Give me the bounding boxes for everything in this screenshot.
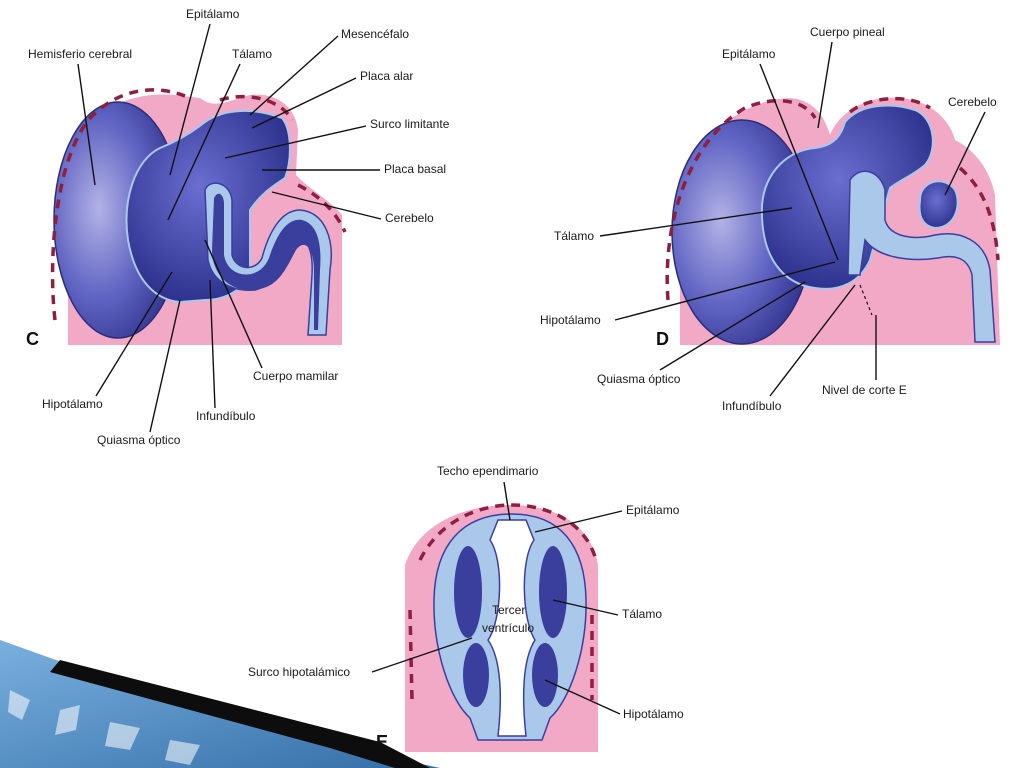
label-talamo-c: Tálamo: [232, 47, 272, 61]
label-talamo-e: Tálamo: [622, 607, 662, 621]
label-surco-limitante-c: Surco limitante: [370, 117, 450, 131]
label-mesencefalo-c: Mesencéfalo: [341, 27, 409, 41]
panel-c: C Hemisferio cerebral Epitálamo Tálamo M…: [26, 7, 450, 447]
panel-d: D Cuerpo pineal Epitálamo Cerebelo Tálam…: [540, 25, 1000, 413]
hipotalamo-izq-e: [463, 643, 489, 707]
label-cuerpo-pineal-d: Cuerpo pineal: [810, 25, 885, 39]
label-quiasma-c: Quiasma óptico: [97, 433, 181, 447]
panel-letter-d: D: [656, 329, 669, 349]
label-hemisferio-cerebral-c: Hemisferio cerebral: [28, 47, 132, 61]
talamo-izq-e: [454, 546, 482, 638]
tubo-neural-d: [847, 170, 996, 343]
label-quiasma-d: Quiasma óptico: [597, 372, 681, 386]
dashed-border-e: [408, 503, 598, 701]
tubo-neural-dark-c: [212, 193, 321, 330]
label-surco-hipotalamico-e: Surco hipotalámico: [248, 665, 350, 679]
cerebelo-d: [918, 180, 959, 230]
label-tercer-e: Tercer: [492, 603, 525, 617]
panel-e: E Techo ependimario Epitálamo Tercer ven…: [248, 464, 684, 752]
label-epitalamo-e: Epitálamo: [626, 503, 680, 517]
label-placa-basal-c: Placa basal: [384, 162, 446, 176]
label-placa-alar-c: Placa alar: [360, 69, 413, 83]
label-hipotalamo-d: Hipotálamo: [540, 313, 601, 327]
label-ventriculo-e: ventrículo: [482, 621, 534, 635]
label-talamo-d: Tálamo: [554, 229, 594, 243]
label-nivel-corte-d: Nivel de corte E: [822, 383, 907, 397]
label-epitalamo-d: Epitálamo: [722, 47, 776, 61]
dashed-border-d: [665, 97, 1000, 301]
panel-letter-c: C: [26, 329, 39, 349]
diencefalo-d: [760, 104, 934, 290]
label-cerebelo-d: Cerebelo: [948, 95, 997, 109]
corner-decoration: [0, 640, 440, 768]
label-cerebelo-c: Cerebelo: [385, 211, 434, 225]
label-epitalamo-c: Epitálamo: [186, 7, 240, 21]
label-hipotalamo-c: Hipotálamo: [42, 397, 103, 411]
dashed-border-c: [50, 88, 347, 321]
hipotalamo-der-e: [532, 643, 558, 707]
label-techo-e: Techo ependimario: [437, 464, 539, 478]
nivel-corte-marker: [859, 284, 873, 316]
tercer-ventriculo-e: [487, 519, 536, 737]
talamo-der-e: [539, 546, 567, 638]
label-infundibulo-d: Infundíbulo: [722, 399, 782, 413]
label-infundibulo-c: Infundíbulo: [196, 409, 256, 423]
label-hipotalamo-e: Hipotálamo: [623, 707, 684, 721]
label-cuerpo-mamilar-c: Cuerpo mamilar: [253, 369, 338, 383]
